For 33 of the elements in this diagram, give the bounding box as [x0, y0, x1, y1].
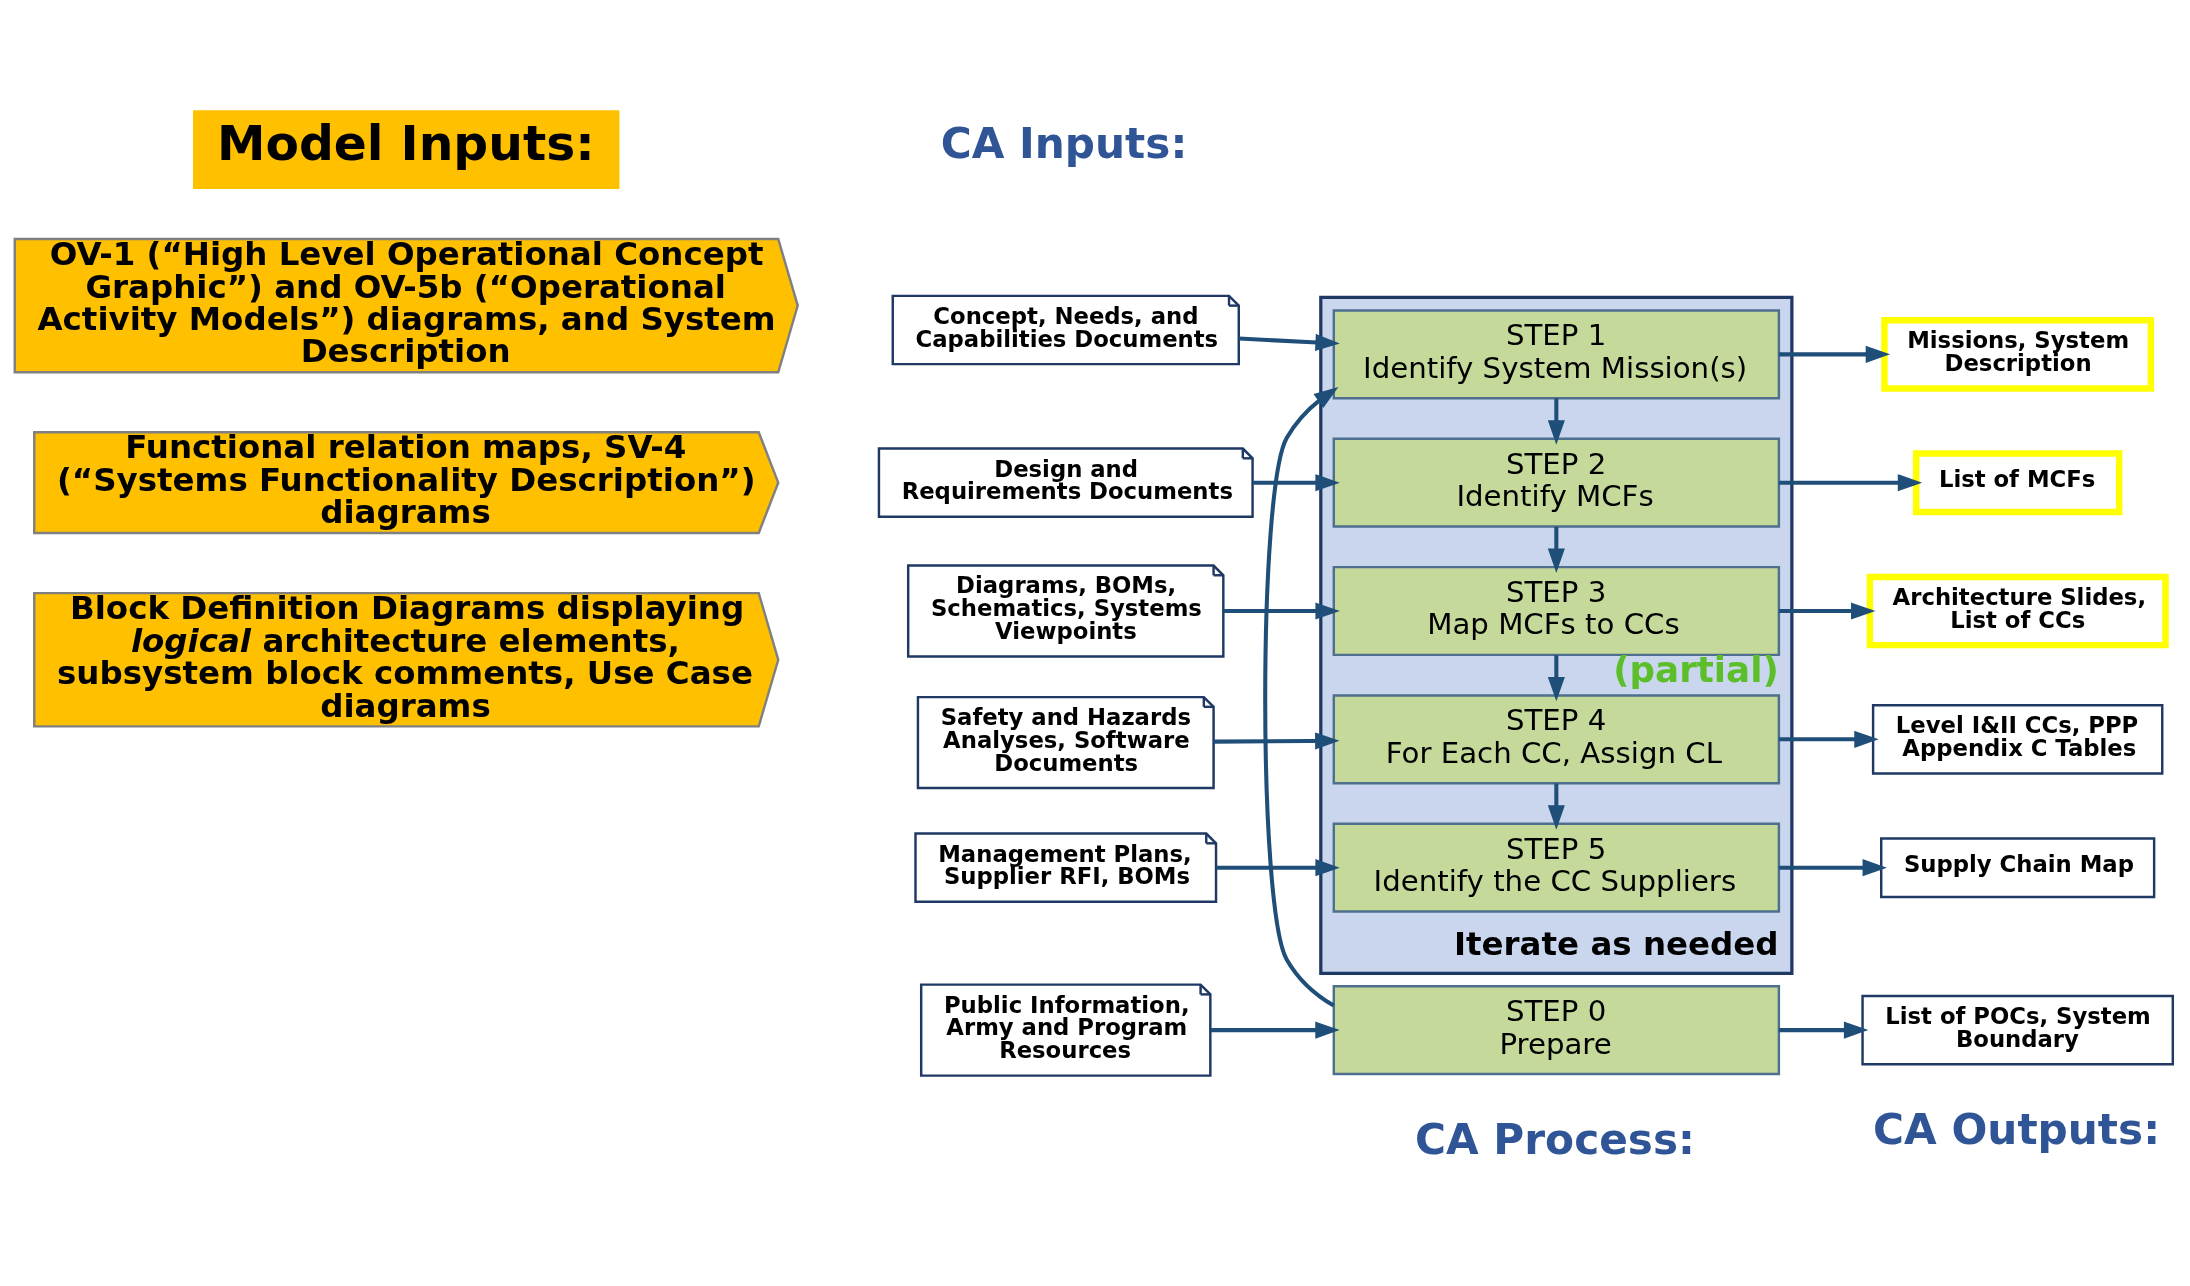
arrow	[1263, 386, 1339, 1007]
arrow	[1216, 858, 1340, 876]
arrow	[1778, 1021, 1869, 1039]
arrow	[1778, 730, 1879, 748]
node-box: Level I&II CCs, PPP Appendix C Tables	[1871, 703, 2164, 775]
node-box: Missions, System Description	[1881, 316, 2155, 392]
node-box: STEP 5 Identify the CC Suppliers	[1332, 822, 1781, 913]
label: CA Process:	[1415, 1114, 1695, 1164]
arrow	[1213, 731, 1340, 749]
arrow	[1547, 782, 1565, 830]
node-box: Architecture Slides, List of CCs	[1866, 573, 2169, 648]
arrow	[1210, 1021, 1340, 1039]
label: CA Inputs:	[940, 118, 1188, 168]
arrow	[1239, 333, 1340, 351]
label: CA Outputs:	[1873, 1104, 2161, 1154]
node-box: STEP 4 For Each CC, Assign CL	[1332, 693, 1781, 784]
arrow	[1547, 397, 1565, 445]
arrow	[1778, 601, 1876, 620]
arrow	[1778, 345, 1891, 363]
arrow	[1223, 601, 1340, 620]
node-box: Supply Chain Map	[1880, 836, 2156, 898]
arrow	[1778, 858, 1887, 876]
node-box: STEP 1 Identify System Mission(s)	[1332, 308, 1781, 399]
node-box: Model Inputs:	[193, 109, 620, 189]
node-box: STEP 3 Map MCFs to CCs	[1332, 565, 1781, 656]
node-box: STEP 2 Identify MCFs	[1332, 437, 1781, 528]
arrow	[1778, 473, 1923, 491]
node-box: List of MCFs	[1912, 449, 2123, 515]
node-box: List of POCs, System Boundary	[1861, 994, 2175, 1065]
node-box: STEP 0 Prepare	[1332, 984, 1781, 1075]
arrow	[1547, 654, 1565, 701]
arrow	[1253, 473, 1340, 491]
arrow	[1547, 526, 1565, 573]
